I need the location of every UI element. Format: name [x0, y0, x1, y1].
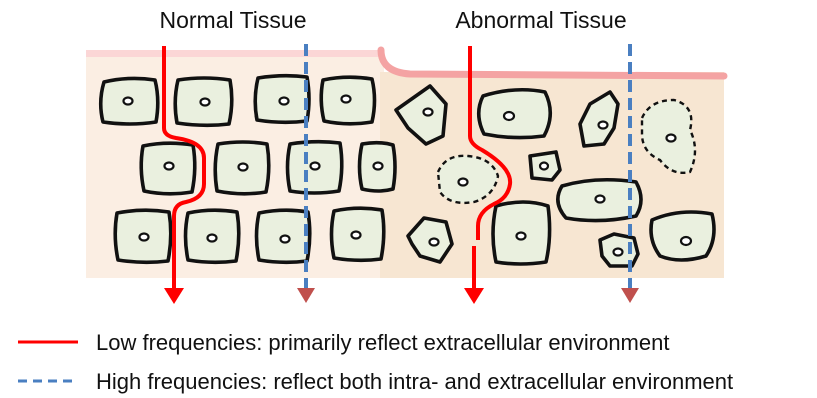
cell-nucleus: [311, 163, 320, 170]
normal-tissue-surface: [86, 50, 382, 57]
cell-nucleus: [430, 239, 439, 246]
legend-high-frequency-label: High frequencies: reflect both intra- an…: [96, 369, 733, 394]
cell-nucleus: [280, 98, 289, 105]
cell: [651, 212, 714, 260]
cell-nucleus: [424, 109, 433, 116]
abnormal-tissue-title: Abnormal Tissue: [455, 7, 626, 33]
legend-low-frequency-label: Low frequencies: primarily reflect extra…: [96, 330, 669, 355]
high-frequency-arrowhead: [621, 288, 639, 303]
cell-nucleus: [165, 163, 174, 170]
cell-nucleus: [124, 98, 133, 105]
low-frequency-arrowhead: [464, 288, 484, 304]
cell-nucleus: [667, 135, 676, 142]
cell-nucleus: [201, 99, 210, 106]
cell-nucleus: [352, 232, 361, 239]
cell-nucleus: [239, 164, 248, 171]
legend: Low frequencies: primarily reflect extra…: [18, 330, 733, 394]
high-frequency-arrowhead: [297, 288, 315, 303]
cell-nucleus: [208, 235, 217, 242]
cell-nucleus: [281, 236, 290, 243]
cell: [479, 90, 551, 138]
cell-nucleus: [459, 179, 468, 186]
cell-nucleus: [140, 234, 149, 241]
cell-nucleus: [540, 163, 548, 170]
normal-tissue-title: Normal Tissue: [160, 7, 307, 33]
cell-nucleus: [342, 96, 351, 103]
cell-nucleus: [517, 233, 526, 240]
cell-nucleus: [374, 163, 383, 170]
cell-nucleus: [596, 196, 605, 203]
cell-nucleus: [599, 122, 608, 129]
cell-nucleus: [504, 112, 514, 120]
low-frequency-arrowhead: [164, 288, 184, 304]
cell-nucleus: [681, 237, 691, 245]
cell-nucleus: [614, 249, 623, 256]
